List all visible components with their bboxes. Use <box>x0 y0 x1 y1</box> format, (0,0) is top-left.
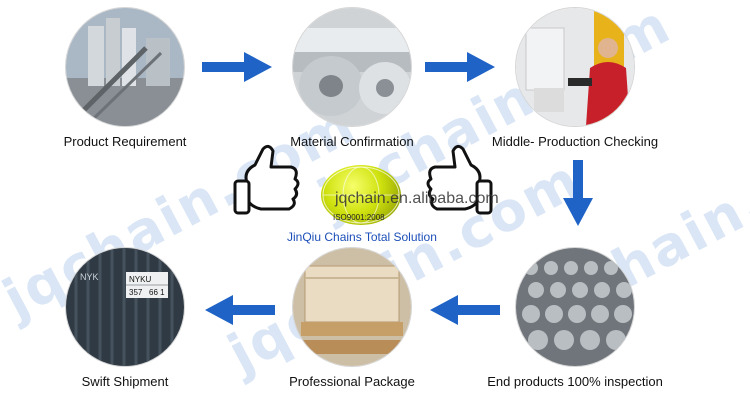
step-label: End products 100% inspection <box>487 374 663 389</box>
step-label: Professional Package <box>289 374 415 389</box>
step-label: Swift Shipment <box>81 374 169 389</box>
step-swift-shipment: NYKU 357 66 1 NYK Swift Shipment <box>25 248 225 389</box>
step-product-requirement: Product Requirement <box>25 8 225 149</box>
step-middle-production-checking: Middle- Production Checking <box>475 8 675 149</box>
inspection-photo <box>516 8 634 126</box>
step-professional-package: Professional Package <box>252 248 452 389</box>
step-label: Middle- Production Checking <box>491 134 659 149</box>
container-code2: 357 <box>129 288 143 297</box>
arrow-left-icon <box>205 295 275 325</box>
step-end-products-inspection: End products 100% inspection <box>475 248 675 389</box>
thumbs-up-icon <box>233 144 300 215</box>
arrow-right-icon <box>425 52 495 82</box>
step-material-confirmation: Material Confirmation <box>252 8 452 149</box>
aluminum-rolls-photo <box>293 8 411 126</box>
step-label: Material Confirmation <box>290 134 414 149</box>
container-code1: NYKU <box>129 275 151 284</box>
container-brand: NYK <box>80 272 99 282</box>
step-label: Product Requirement <box>63 134 187 149</box>
shipping-container-photo: NYKU 357 66 1 NYK <box>66 248 184 366</box>
chain-parts-photo <box>516 248 634 366</box>
arrow-left-icon <box>430 295 500 325</box>
globe-grid <box>322 166 400 224</box>
iso-label: ISO9001:2008 <box>333 213 385 222</box>
container-code3: 66 1 <box>149 288 165 297</box>
site-watermark: jqchain.en.alibaba.com <box>335 190 499 207</box>
center-logo: jqchain.en.alibaba.com ISO9001:2008 JinQ… <box>225 135 525 255</box>
tagline: JinQiu Chains Total Solution <box>287 230 437 244</box>
factory-photo <box>66 8 184 126</box>
thumbs-up-icon <box>426 144 493 215</box>
arrow-right-icon <box>202 52 272 82</box>
arrow-down-icon <box>563 160 593 226</box>
wooden-crate-photo <box>293 248 411 366</box>
